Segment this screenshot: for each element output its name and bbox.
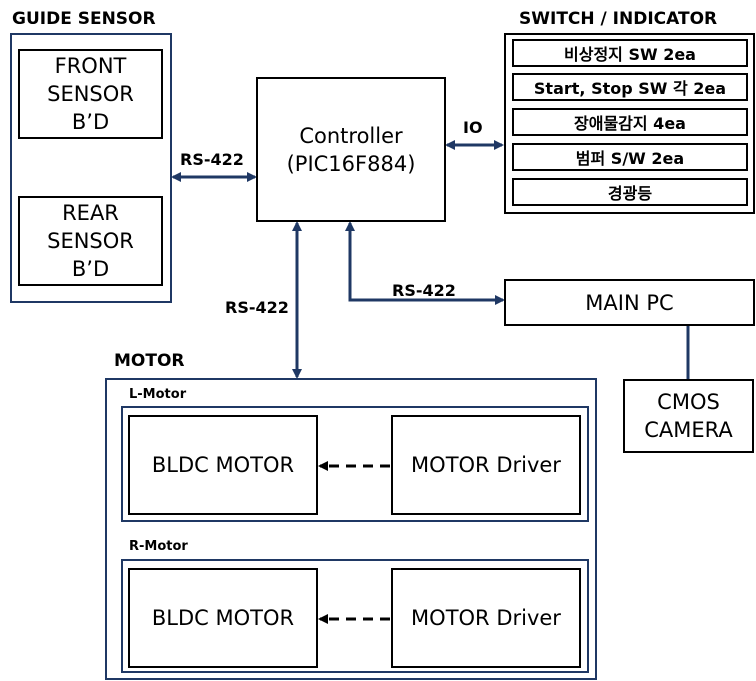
controller-line2: (PIC16F884) [286,151,416,176]
label-io: IO [463,118,483,137]
r-motor-label: R-Motor [129,539,188,554]
rear-sensor-line1: REAR [62,201,119,225]
r-motor-driver-box: MOTOR Driver [391,568,581,668]
label-rs422-guide: RS-422 [180,150,244,169]
camera-line1: CMOS [657,390,720,414]
switch-indicator-group [504,33,755,214]
guide-sensor-group [10,33,172,303]
controller-box: Controller (PIC16F884) [256,77,446,222]
switch-indicator-title: SWITCH / INDICATOR [519,9,718,29]
r-bldc-motor-box: BLDC MOTOR [128,568,318,668]
label-rs422-mainpc: RS-422 [392,281,456,300]
l-motor-label: L-Motor [129,387,187,402]
r-motor-group [121,559,589,673]
front-sensor-line1: FRONT [54,54,127,78]
l-bldc-motor-box: BLDC MOTOR [128,415,318,515]
label-rs422-motor: RS-422 [225,298,289,317]
switch-item-emergency-stop: 비상정지 SW 2ea [512,39,748,67]
switch-item-warning-light: 경광등 [512,178,748,206]
front-sensor-line3: B’D [71,110,110,134]
rear-sensor-line2: SENSOR [47,229,134,253]
main-pc-box: MAIN PC [504,279,755,326]
guide-sensor-title: GUIDE SENSOR [12,9,156,29]
switch-item-obstacle-sensor: 장애물감지 4ea [512,108,748,136]
rear-sensor-line3: B’D [71,257,110,281]
switch-item-bumper: 범퍼 S/W 2ea [512,143,748,171]
front-sensor-line2: SENSOR [47,82,134,106]
l-motor-driver-box: MOTOR Driver [391,415,581,515]
switch-item-start-stop: Start, Stop SW 각 2ea [512,73,748,101]
rear-sensor-board: REAR SENSOR B’D [18,196,163,286]
cmos-camera-box: CMOS CAMERA [623,379,754,453]
camera-line2: CAMERA [644,418,733,442]
motor-title: MOTOR [114,351,185,371]
controller-line1: Controller [299,123,403,148]
l-motor-group [121,406,589,522]
arrow-controller-mainpc [345,221,505,305]
motor-group [105,378,597,680]
front-sensor-board: FRONT SENSOR B’D [18,49,163,139]
